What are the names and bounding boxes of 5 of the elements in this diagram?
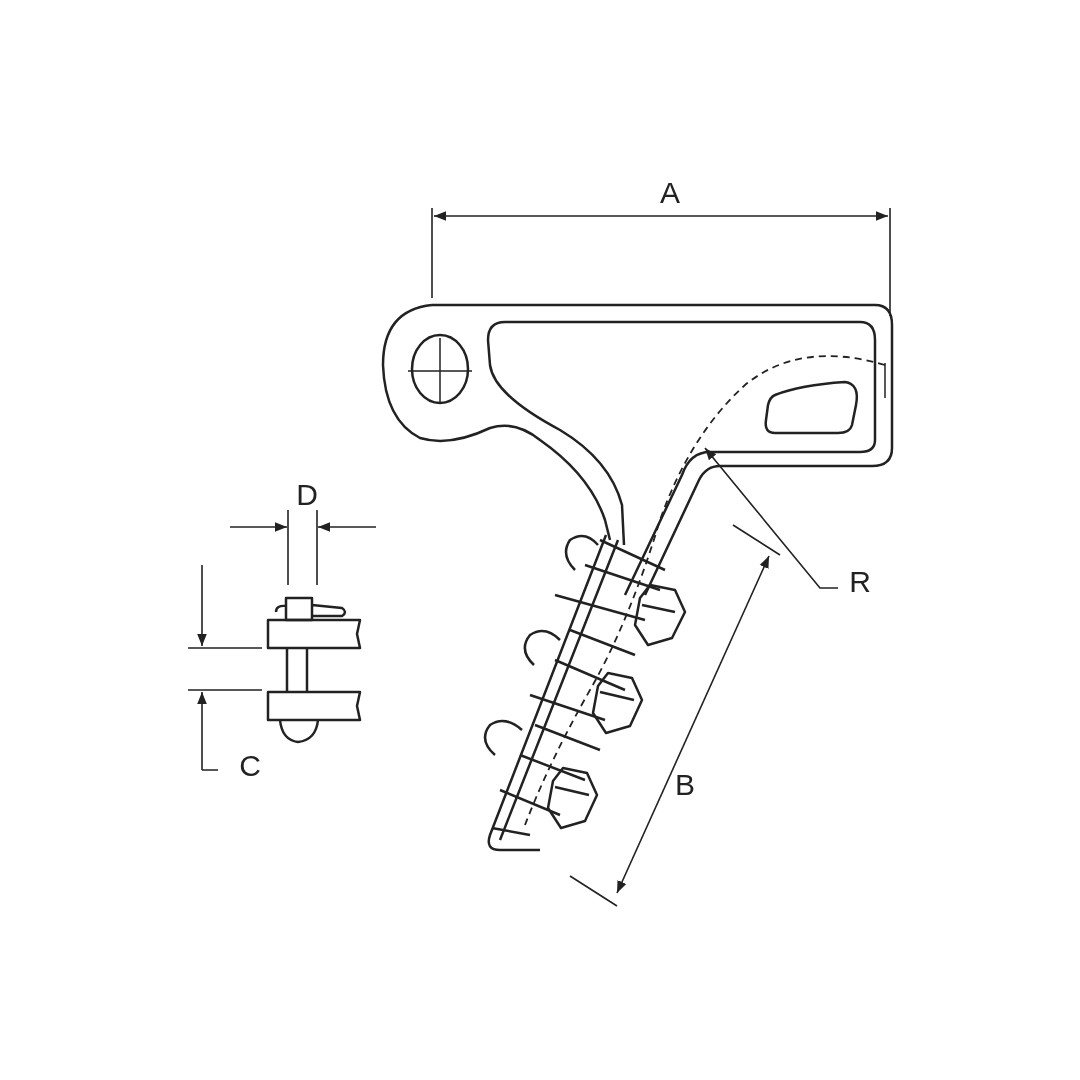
dimension-label: R xyxy=(849,567,871,597)
dimension-label: B xyxy=(675,770,695,800)
dimension-label: D xyxy=(296,480,318,510)
dimension-label: A xyxy=(660,178,680,208)
dimension-label: C xyxy=(239,751,261,781)
